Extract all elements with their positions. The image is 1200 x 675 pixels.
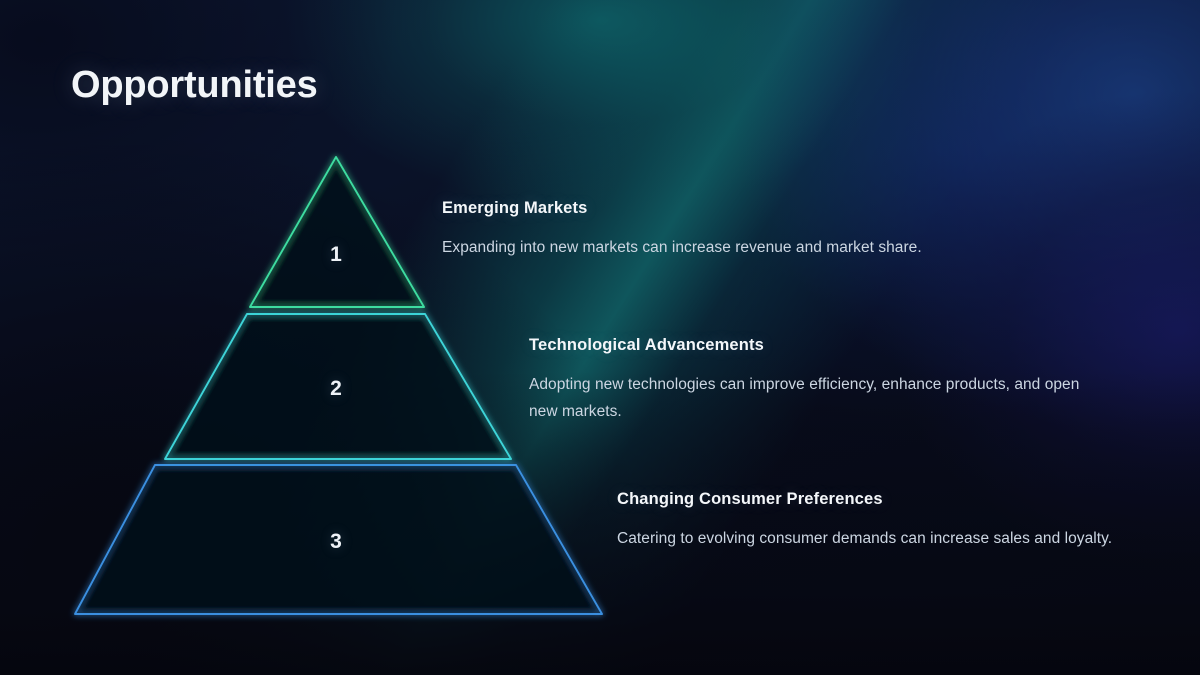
tier-title-3: Changing Consumer Preferences — [617, 490, 883, 508]
tier-content-1: Emerging Markets Expanding into new mark… — [442, 199, 1082, 262]
tier-content-3: Changing Consumer Preferences Catering t… — [617, 490, 1117, 553]
tier-number-2: 2 — [330, 377, 342, 400]
tier-title-2: Technological Advancements — [529, 336, 764, 354]
pyramid-tier-3[interactable] — [74, 464, 603, 615]
tier-number-3: 3 — [330, 530, 342, 553]
tier-content-2: Technological Advancements Adopting new … — [529, 336, 1089, 425]
tier-description-2: Adopting new technologies can improve ef… — [529, 376, 1080, 420]
pyramid-tier-2[interactable] — [164, 313, 512, 460]
tier-description-1: Expanding into new markets can increase … — [442, 239, 922, 256]
pyramid-tier-1[interactable] — [249, 156, 425, 308]
tier-number-1: 1 — [330, 243, 342, 266]
tier-title-1: Emerging Markets — [442, 199, 588, 217]
page-title: Opportunities — [71, 64, 318, 106]
tier-description-3: Catering to evolving consumer demands ca… — [617, 530, 1113, 547]
